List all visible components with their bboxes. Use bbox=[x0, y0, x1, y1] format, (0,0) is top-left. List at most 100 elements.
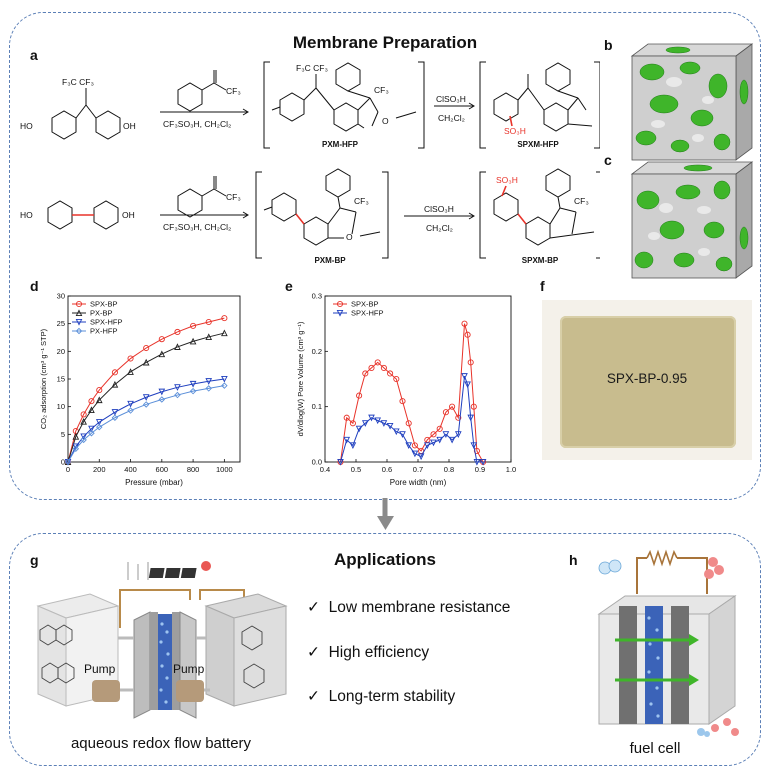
data-point bbox=[190, 322, 197, 329]
pore-cube-b bbox=[630, 43, 754, 161]
data-point bbox=[343, 414, 350, 421]
monomer1-ring-right bbox=[95, 110, 121, 140]
data-point bbox=[430, 431, 437, 438]
data-point bbox=[174, 391, 181, 399]
membrane-photo: SPX-BP-0.95 bbox=[542, 300, 752, 460]
data-point bbox=[430, 439, 437, 447]
data-point bbox=[80, 418, 87, 425]
oxygen-molecule-icon bbox=[704, 557, 724, 579]
data-point bbox=[205, 333, 213, 340]
data-point bbox=[399, 398, 406, 405]
legend-label: PX-HFP bbox=[90, 327, 118, 336]
data-point bbox=[374, 417, 382, 425]
benefit-text-3: Long-term stability bbox=[328, 688, 456, 705]
y-tick-label: 30 bbox=[57, 292, 65, 301]
series-line bbox=[340, 323, 484, 463]
monomer2-oh-right: OH bbox=[122, 210, 135, 220]
plot-frame bbox=[324, 295, 512, 463]
down-arrow bbox=[377, 498, 394, 530]
panel-label-f: f bbox=[540, 278, 545, 294]
reagent2-cf3: CF₃ bbox=[226, 192, 241, 202]
data-point bbox=[205, 378, 213, 385]
benefit-item-2: ✓ High efficiency bbox=[307, 644, 430, 661]
data-point bbox=[96, 423, 103, 431]
data-point bbox=[467, 414, 475, 422]
data-point bbox=[72, 445, 80, 452]
x-tick-label: 0.8 bbox=[444, 465, 454, 474]
right-electrolyte-tank bbox=[204, 593, 288, 707]
data-point bbox=[448, 436, 456, 444]
pore-structure-models bbox=[630, 43, 754, 279]
benefit-text-2: High efficiency bbox=[328, 644, 430, 661]
legend-label: PX-BP bbox=[90, 309, 113, 318]
data-point bbox=[142, 358, 150, 366]
pxm-hfp-cf3-left: F₃C CF₃ bbox=[296, 63, 328, 73]
flow-battery-illustration bbox=[36, 561, 288, 719]
data-point bbox=[189, 337, 197, 345]
light-bulb-icon bbox=[201, 561, 211, 571]
section-title-applications: Applications bbox=[333, 550, 436, 569]
compound-name-spxm-hfp: SPXM-HFP bbox=[517, 140, 559, 149]
legend-label: SPX-BP bbox=[90, 300, 118, 309]
x-axis-label: Pore width (nm) bbox=[390, 478, 447, 487]
pump-label-left: Pump bbox=[84, 662, 116, 676]
y-tick-label: 25 bbox=[57, 319, 65, 328]
x-tick-label: 0.9 bbox=[475, 465, 485, 474]
biphenyl-bond-product bbox=[517, 213, 527, 225]
data-point bbox=[467, 359, 474, 366]
x-tick-label: 200 bbox=[93, 465, 106, 474]
y-tick-label: 0.2 bbox=[312, 347, 322, 356]
data-point bbox=[80, 433, 87, 441]
series-spx-bp bbox=[64, 315, 228, 466]
panel-label-e: e bbox=[285, 278, 293, 294]
spxm-bp-cf3: CF₃ bbox=[574, 196, 589, 206]
x-tick-label: 1000 bbox=[216, 465, 233, 474]
y-axis-label: dV/dlog(W) Pore Volume (cm³ g⁻¹) bbox=[296, 321, 305, 436]
sulfonation2-solvent: CH₂Cl₂ bbox=[426, 223, 453, 233]
series-spx-bp bbox=[337, 320, 487, 466]
monomer1-ring-left bbox=[51, 110, 77, 140]
data-point bbox=[380, 420, 388, 427]
data-point bbox=[349, 420, 356, 427]
section-title-membrane-preparation: Membrane Preparation bbox=[292, 33, 478, 52]
data-point bbox=[479, 458, 487, 466]
wind-turbine-icon bbox=[127, 562, 149, 580]
data-point bbox=[88, 398, 95, 405]
y-tick-label: 0.1 bbox=[312, 402, 322, 411]
fuel-cell-illustration bbox=[597, 549, 739, 737]
series-line bbox=[340, 376, 484, 463]
reaction-scheme bbox=[47, 61, 600, 259]
solar-panel-icon bbox=[148, 568, 197, 578]
monomer2-oh-left: HO bbox=[20, 210, 33, 220]
data-point bbox=[449, 403, 456, 410]
caption-flow-battery: aqueous redox flow battery bbox=[70, 735, 252, 752]
water-molecule-icon bbox=[711, 718, 739, 736]
data-point bbox=[80, 411, 87, 418]
compound-name-spxm-bp: SPXM-BP bbox=[521, 256, 559, 265]
data-point bbox=[368, 414, 375, 422]
benefit-item-3: ✓ Long-term stability bbox=[307, 688, 456, 705]
data-point bbox=[362, 370, 369, 377]
data-point bbox=[221, 329, 228, 337]
data-point bbox=[174, 343, 181, 350]
legend-marker bbox=[75, 327, 83, 335]
data-point bbox=[356, 392, 363, 399]
data-point bbox=[189, 387, 197, 395]
left-pump bbox=[92, 680, 120, 702]
hydrogen-molecule-icon bbox=[598, 559, 622, 575]
spxm-hfp-sulfonic-group: SO₃H bbox=[504, 126, 526, 136]
data-point bbox=[337, 458, 344, 466]
membrane-sample-label: SPX-BP-0.95 bbox=[606, 371, 688, 386]
reagent1-cf3: CF₃ bbox=[226, 86, 241, 96]
data-point bbox=[442, 431, 450, 438]
data-point bbox=[349, 442, 357, 450]
data-point bbox=[127, 368, 134, 375]
y-tick-label: 0.3 bbox=[312, 292, 322, 301]
data-point bbox=[88, 406, 95, 414]
x-tick-label: 0.6 bbox=[382, 465, 392, 474]
data-point bbox=[455, 414, 462, 421]
series-line bbox=[67, 332, 225, 463]
data-point bbox=[80, 436, 87, 444]
legend-marker bbox=[75, 318, 83, 326]
monomer1-oh-left: HO bbox=[20, 121, 33, 131]
